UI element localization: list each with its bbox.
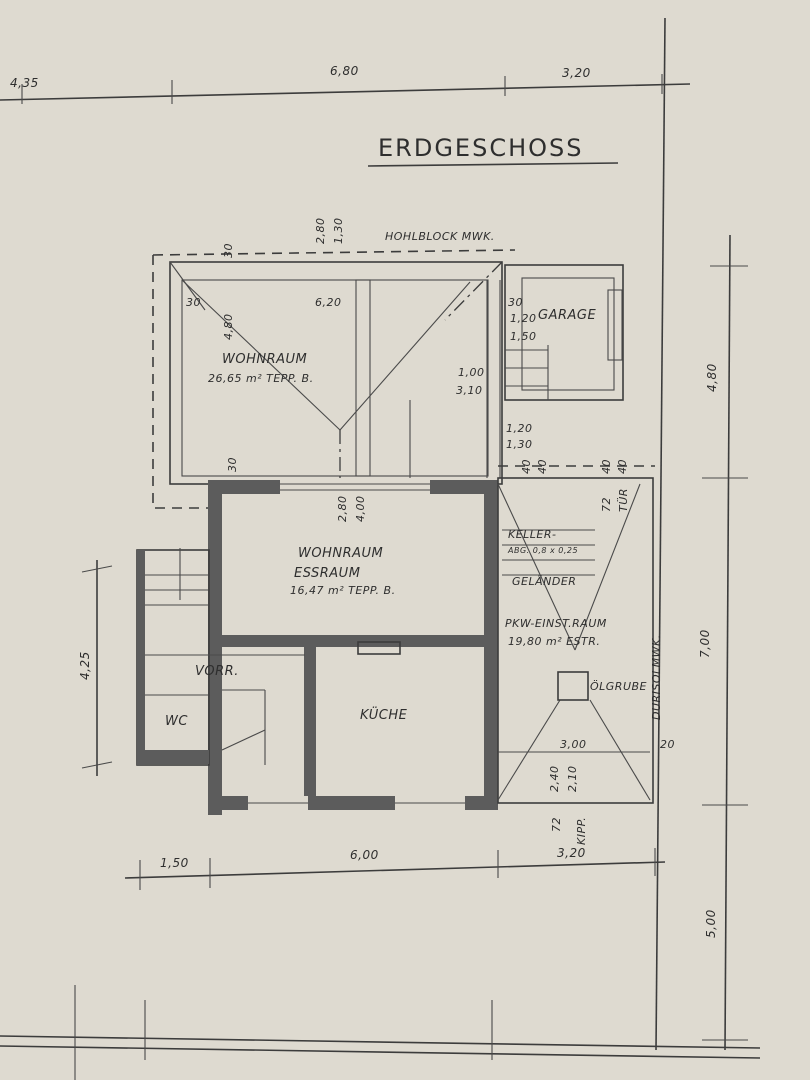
pkw-diag: [497, 483, 576, 651]
dim-300: 3,00: [560, 738, 587, 751]
dim-30b: 30: [222, 243, 235, 258]
dim-280a: 2,80: [314, 217, 327, 245]
dim-150: 1,50: [510, 330, 537, 343]
fence-line: [0, 1045, 761, 1059]
roof-diag-right: [339, 281, 471, 431]
stove: [357, 641, 401, 655]
upper-room-inner: [181, 279, 489, 477]
room-garage-name: GARAGE: [538, 308, 597, 323]
dim-right-b: 7,00: [698, 629, 712, 658]
garage-outline: [504, 264, 624, 401]
bottom-dimension-line: [124, 861, 666, 879]
annex-wall-bottom: [137, 750, 209, 764]
dim-40d: 40: [616, 459, 629, 474]
property-line-right: [655, 17, 666, 1051]
wall-left: [208, 480, 222, 815]
dim-bottom-a: 1,50: [160, 856, 189, 870]
dim-120a: 1,20: [510, 312, 537, 325]
room-wohnraum-name: WOHNRAUM: [298, 546, 384, 561]
oelgrube-label: ÖLGRUBE: [590, 680, 648, 693]
diag-line: [169, 261, 206, 311]
annex-wall: [137, 550, 145, 765]
gelaender-label: GELÄNDER: [512, 575, 577, 588]
dim-310: 3,10: [456, 384, 483, 397]
roof-diag-left: [181, 279, 341, 431]
dim-bottom-c: 3,20: [557, 846, 586, 860]
dim-40c: 40: [600, 459, 613, 474]
dim-20: 20: [660, 738, 675, 751]
pkw-outline: [497, 477, 654, 804]
dim-right-c: 5,00: [704, 909, 718, 938]
dim-40a: 40: [520, 459, 533, 474]
pkw-diag: [589, 699, 651, 801]
dim-40b: 40: [536, 459, 549, 474]
room-wohnraum-upper-name: WOHNRAUM: [222, 352, 308, 367]
dim-120b: 1,20: [506, 422, 533, 435]
keller-sub-label: ABG. 0,8 x 0,25: [508, 546, 579, 555]
room-pkw-area: 19,80 m² ESTR.: [508, 635, 601, 648]
upper-room-dashed-outline: [152, 255, 208, 509]
room-essraum-area: 16,47 m² TEPP. B.: [290, 584, 396, 597]
dim-72a: 72: [600, 497, 613, 512]
wall-right: [484, 480, 498, 810]
keller-label: KELLER-: [508, 528, 557, 541]
garage-inner: [521, 277, 615, 391]
room-wohnraum-upper-area: 26,65 m² TEPP. B.: [208, 372, 314, 385]
dim-30c: 30: [226, 457, 239, 472]
dim-240: 2,40: [548, 765, 561, 793]
window-gap: [280, 480, 430, 494]
room-vorr-name: VORR.: [195, 664, 239, 679]
wall-kitchen: [304, 647, 316, 797]
upper-room-dashed-top: [152, 249, 516, 256]
dim-480: 4,80: [222, 313, 235, 341]
dim-130b: 1,30: [506, 438, 533, 451]
pkw-diag: [574, 483, 641, 651]
dim-620: 6,20: [315, 296, 342, 309]
room-kueche-name: KÜCHE: [360, 708, 408, 723]
dim-top-c: 3,20: [562, 66, 591, 80]
room-pkw-name: PKW-EINST.RAUM: [505, 617, 607, 630]
diag-axis: [444, 261, 503, 321]
wall-note-top: HOHLBLOCK MWK.: [385, 230, 495, 243]
dim-400: 4,00: [354, 495, 367, 523]
dim-bottom-b: 6,00: [350, 848, 379, 862]
dim-top-b: 6,80: [330, 64, 359, 78]
dim-100: 1,00: [458, 366, 485, 379]
wall-note-right: DURISOLMWK.: [650, 634, 663, 720]
tuer-label: TÜR: [617, 488, 630, 512]
dim-280b: 2,80: [336, 495, 349, 523]
fence-line: [0, 1035, 761, 1049]
dim-210: 2,10: [566, 765, 579, 793]
kipp-label: KIPP.: [575, 816, 588, 845]
dim-tick: [81, 565, 113, 573]
room-essraum-name: ESSRAUM: [294, 566, 361, 581]
dim-top-a: 4,35: [10, 76, 39, 90]
dim-tick: [81, 761, 113, 769]
dim-right-a: 4,80: [705, 363, 719, 392]
dim-30a: 30: [186, 296, 201, 309]
right-dimension-line: [724, 234, 731, 1051]
garage-door: [607, 289, 623, 361]
oil-pit: [557, 671, 589, 701]
pkw-diag: [497, 699, 561, 801]
wall-middle: [222, 635, 484, 647]
dim-72b: 72: [550, 817, 563, 832]
dim-130: 1,30: [332, 217, 345, 245]
annex-outline: [136, 549, 210, 766]
title-underline: [367, 162, 619, 167]
dim-30d: 30: [508, 296, 523, 309]
stair-line: [221, 729, 266, 751]
dim-left-a: 4,25: [78, 651, 92, 680]
top-dimension-line: [0, 83, 691, 101]
plan-title: ERDGESCHOSS: [378, 134, 584, 162]
column-strip: [355, 279, 371, 477]
room-wc-name: WC: [165, 714, 188, 729]
